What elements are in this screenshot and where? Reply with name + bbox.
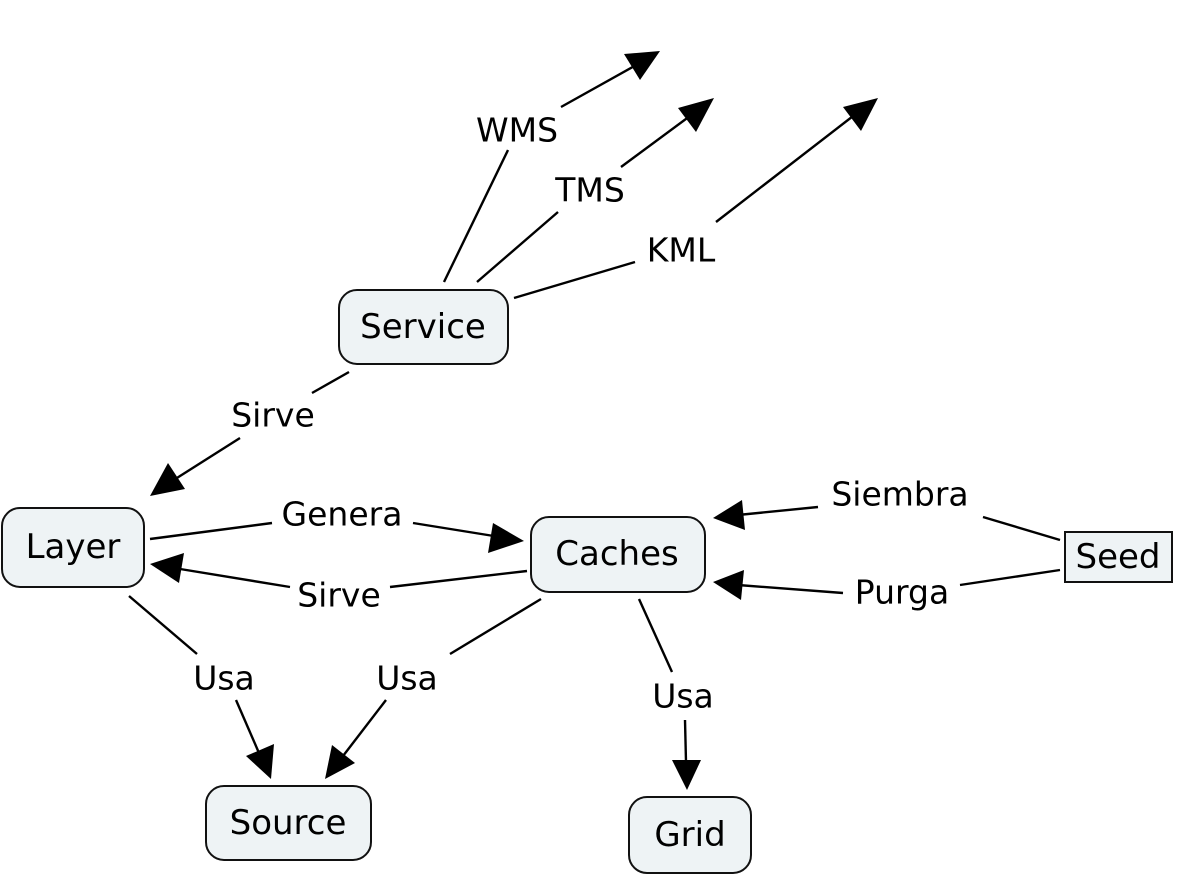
edge-caches-source-seg1 — [449, 597, 542, 656]
edge-caches-layer-seg1 — [389, 569, 528, 589]
arrowhead-caches-from-purga — [713, 570, 744, 600]
link-label-purga: Purga — [855, 573, 949, 612]
edge-service-layer-seg1 — [311, 370, 350, 395]
edge-seed-caches-purga-seg2 — [737, 583, 844, 595]
link-label-genera: Genera — [282, 495, 403, 534]
edges — [128, 51, 1061, 790]
link-label-siembra: Siembra — [831, 475, 968, 514]
node-grid-label: Grid — [654, 815, 725, 855]
edge-layer-caches-seg2 — [412, 521, 501, 539]
arrowhead-kml — [843, 98, 878, 131]
arrowhead-tms — [678, 98, 714, 132]
arrowhead-grid-from-caches — [672, 760, 701, 790]
node-layer[interactable]: Layer — [1, 507, 145, 588]
arrowhead-source-from-caches — [325, 745, 355, 779]
node-layer-box — [1, 507, 145, 588]
node-seed-label: Seed — [1076, 537, 1161, 577]
link-labels: WMS TMS KML Sirve Genera Sirve Siembra P… — [193, 111, 968, 716]
node-caches[interactable]: Caches — [530, 516, 706, 593]
arrowhead-caches-from-layer — [488, 523, 524, 553]
arrowhead-layer-from-service — [150, 463, 185, 496]
node-caches-box — [530, 516, 706, 593]
node-grid-box — [628, 796, 752, 874]
arrowhead-layer-from-caches — [150, 553, 184, 583]
node-caches-label: Caches — [555, 534, 678, 574]
edge-service-layer-seg2 — [168, 436, 241, 485]
node-service-box — [338, 289, 509, 365]
edge-service-tms-seg2 — [620, 112, 695, 168]
node-service-label: Service — [360, 307, 486, 347]
edge-service-kml-seg2 — [715, 112, 858, 223]
link-label-sirve-service-layer: Sirve — [231, 396, 315, 435]
link-label-usa-layer-source: Usa — [193, 659, 255, 698]
edge-layer-source-seg2 — [234, 699, 261, 754]
link-label-kml: KML — [647, 231, 716, 270]
node-service[interactable]: Service — [338, 289, 509, 365]
node-seed-box — [1064, 531, 1173, 583]
edge-caches-grid-seg2 — [683, 719, 688, 763]
edge-service-kml-seg1 — [513, 260, 636, 300]
edge-caches-grid-seg1 — [637, 598, 674, 673]
arrowhead-source-from-layer — [246, 744, 274, 779]
edge-seed-caches-siembra-seg2 — [737, 505, 819, 517]
edge-service-wms-seg1 — [442, 149, 510, 283]
edge-layer-caches-seg1 — [149, 521, 273, 541]
edge-caches-layer-seg2 — [173, 566, 291, 589]
node-source[interactable]: Source — [205, 785, 372, 861]
node-source-box — [205, 785, 372, 861]
link-label-wms: WMS — [476, 111, 558, 150]
link-label-usa-caches-grid: Usa — [652, 677, 714, 716]
node-seed[interactable]: Seed — [1064, 531, 1173, 583]
edge-service-tms-seg1 — [476, 211, 559, 283]
link-label-tms: TMS — [554, 171, 625, 210]
node-layer-label: Layer — [26, 527, 121, 567]
arrowhead-wms — [624, 51, 660, 80]
arrowhead-caches-from-siembra — [713, 500, 745, 530]
edge-service-wms-seg2 — [560, 62, 639, 109]
edge-seed-caches-purga-seg1 — [959, 568, 1061, 587]
edge-seed-caches-siembra-seg1 — [982, 515, 1061, 542]
link-label-sirve-caches-layer: Sirve — [297, 576, 381, 615]
edge-caches-source-seg2 — [342, 699, 387, 757]
node-source-label: Source — [230, 803, 347, 843]
node-grid[interactable]: Grid — [628, 796, 752, 874]
edge-layer-source-seg1 — [128, 595, 198, 655]
link-label-usa-caches-source: Usa — [376, 659, 438, 698]
